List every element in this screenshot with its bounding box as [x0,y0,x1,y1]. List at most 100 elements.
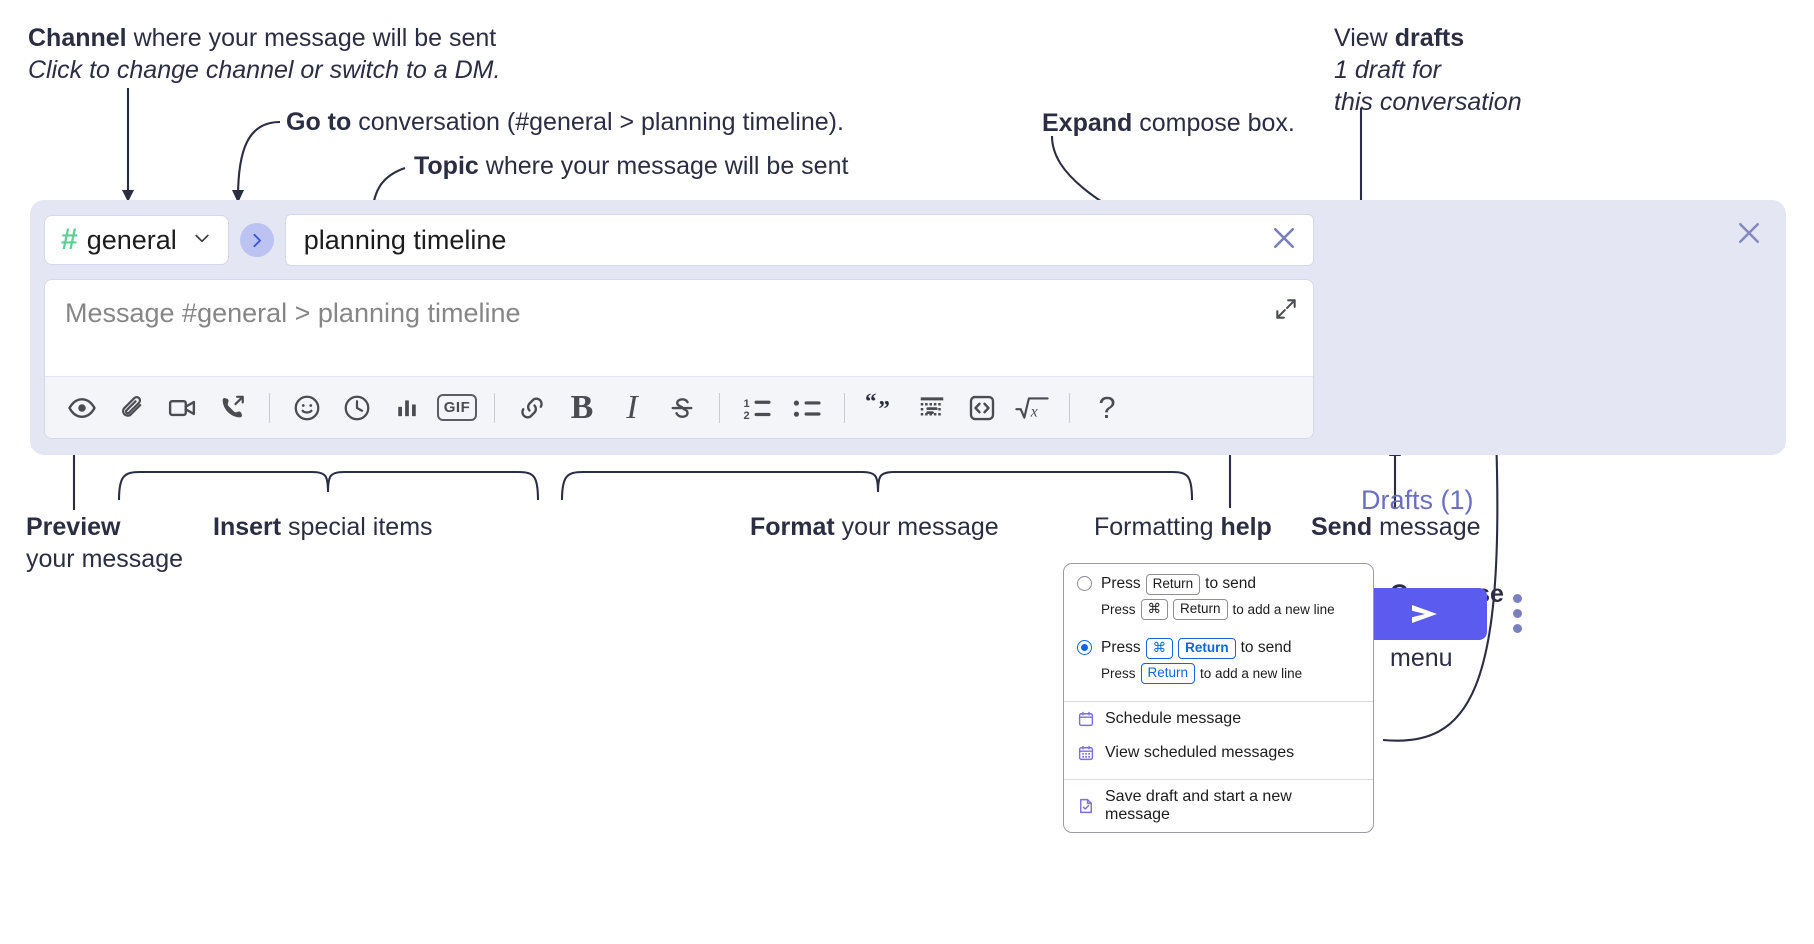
annotation-send: Send message [1311,511,1481,543]
menu-item-label: Schedule message [1105,709,1242,727]
paperclip-icon [122,395,142,417]
ordered-list-button[interactable]: 1 2 [732,385,782,431]
quote-icon: “ ” [865,393,890,422]
to-send-label-2: to send [1240,639,1292,657]
bold-icon: B [570,388,594,426]
annotation-drafts-italic-1: 1 draft for [1334,56,1441,84]
bulleted-list-icon [793,399,821,417]
code-snippet-button[interactable] [957,385,1007,431]
annotation-send-rest: message [1372,513,1481,541]
to-send-label-1: to send [1205,575,1257,593]
annotation-topic-rest: where your message will be sent [478,152,849,180]
menu-option-cmd-return-to-send[interactable]: Press ⌘ Return to send [1064,628,1373,659]
svg-text:”: ” [878,395,890,421]
chevron-right-icon [253,233,262,247]
more-options-icon-dot-3 [1513,624,1522,633]
strikethrough-button[interactable] [657,385,707,431]
annotation-preview-bold: Preview [26,513,121,541]
hash-icon: # [61,223,78,256]
separator-1 [269,392,270,423]
formatting-help-button[interactable]: ? [1082,385,1132,431]
annotation-format-rest: your message [834,513,999,541]
radio-unselected-icon [1077,576,1092,591]
topic-input[interactable]: planning timeline [284,214,1314,266]
message-input[interactable]: Message #general > planning timeline [45,280,1313,376]
chevron-down-icon [192,228,212,253]
annotation-expand: Expand compose box. [1042,107,1295,139]
audio-button[interactable] [207,385,257,431]
emoji-button[interactable] [282,385,332,431]
code-block-button[interactable] [907,385,957,431]
topic-clear-button[interactable] [1269,223,1299,258]
video-camera-icon [168,399,196,416]
sub-press-label-1: Press [1101,601,1136,617]
menu-item-view-scheduled-messages[interactable]: View scheduled messages [1064,736,1373,770]
annotation-help-lead: Formatting [1094,513,1221,541]
menu-option-return-sub: Press ⌘ Return to add a new line [1064,595,1373,628]
menu-option-return-to-send[interactable]: Press Return to send [1064,564,1373,595]
blockquote-button[interactable]: “ ” [857,385,907,431]
italic-button[interactable]: I [607,385,657,431]
sub-press-label-2: Press [1101,665,1136,681]
separator-4 [844,392,845,423]
preview-button[interactable] [57,385,107,431]
key-return-4: Return [1140,662,1196,684]
annotation-format-bold: Format [750,513,835,541]
channel-selector[interactable]: # general [44,215,229,265]
bold-button[interactable]: B [557,385,607,431]
annotation-channel-rest: where your message will be sent [126,24,497,52]
svg-text:1: 1 [743,397,749,409]
save-draft-icon [1077,797,1095,815]
annotation-channel-italic: Click to change channel or switch to a D… [28,56,501,84]
annotation-drafts: View drafts 1 draft for this conversatio… [1334,22,1522,118]
more-options-icon-dot-2 [1513,609,1522,618]
annotation-drafts-lead: View [1334,24,1395,52]
video-button[interactable] [157,385,207,431]
radio-selected-icon [1077,639,1092,655]
code-snippet-icon [969,395,995,420]
annotation-channel: Channel where your message will be sent … [28,22,500,86]
attach-button[interactable] [107,385,157,431]
compose-options-button[interactable] [1513,594,1522,633]
sub-tail-label-2: to add a new line [1200,665,1303,681]
annotation-channel-bold: Channel [28,24,127,52]
code-block-icon [920,396,944,415]
press-label-2: Press [1101,639,1141,657]
annotation-goto: Go to conversation (#general > planning … [286,106,844,138]
gif-icon: GIF [436,394,478,421]
poll-button[interactable] [382,385,432,431]
math-button[interactable]: x [1007,385,1057,431]
more-options-icon-dot-1 [1513,594,1522,603]
panel-close-button[interactable] [1734,218,1764,253]
expand-compose-button[interactable] [1273,296,1299,327]
annotation-goto-rest: conversation (#general > planning timeli… [351,108,844,136]
drafts-link[interactable]: Drafts (1) [1361,485,1474,515]
key-cmd-2: ⌘ [1145,637,1174,659]
annotation-topic-bold: Topic [414,152,479,180]
gif-button[interactable]: GIF [432,385,482,431]
smiley-icon [294,395,320,420]
menu-item-schedule-message[interactable]: Schedule message [1064,702,1373,736]
strikethrough-icon [671,397,693,418]
svg-text:2: 2 [743,410,749,422]
compose-panel: # general planning timeline Message #gen… [30,200,1786,640]
compose-header-row: # general planning timeline [44,214,1314,266]
annotation-topic: Topic where your message will be sent [414,150,848,182]
clock-icon [344,395,370,420]
annotation-formatting-help: Formatting help [1094,511,1272,543]
link-button[interactable] [507,385,557,431]
send-icon [1412,605,1437,623]
link-icon [521,397,543,418]
goto-conversation-button[interactable] [239,223,274,257]
reminder-button[interactable] [332,385,382,431]
bar-chart-icon [398,399,416,416]
ordered-list-icon: 1 2 [743,397,771,422]
annotation-preview: Preview your message [26,511,183,575]
annotation-compose-rest: menu [1390,644,1453,672]
bulleted-list-button[interactable] [782,385,832,431]
menu-item-save-draft[interactable]: Save draft and start a new message [1064,780,1373,832]
annotation-expand-rest: compose box. [1132,109,1295,137]
send-button[interactable] [1361,588,1487,640]
menu-divider-1 [1064,700,1373,702]
